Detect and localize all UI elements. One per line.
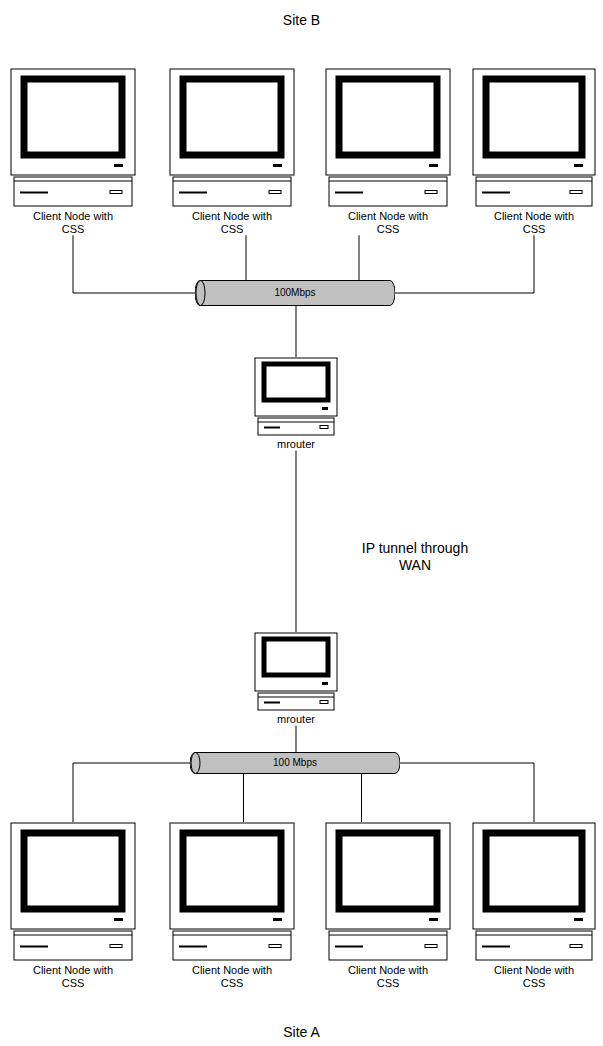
computer-icon [323, 68, 453, 208]
link-label: IP tunnel through WAN [360, 540, 470, 574]
computer-icon [167, 822, 297, 962]
computer-icon [323, 822, 453, 962]
node-label: Client Node with CSS [23, 210, 123, 235]
node-label: Client Node with CSS [23, 964, 123, 989]
client-node: Client Node with CSS [470, 822, 598, 989]
network-link [243, 774, 244, 822]
node-label: mrouter [252, 438, 340, 451]
computer-icon [470, 68, 598, 208]
node-label: Client Node with CSS [182, 964, 282, 989]
site-label: Site A [0, 1024, 603, 1040]
network-link [296, 451, 297, 632]
network-link [400, 763, 534, 822]
node-label: mrouter [252, 713, 340, 726]
node-label: Client Node with CSS [338, 964, 438, 989]
computer-icon [8, 68, 138, 208]
network-link [296, 726, 297, 752]
node-label: Client Node with CSS [484, 210, 584, 235]
node-label: Client Node with CSS [182, 210, 282, 235]
client-node: Client Node with CSS [470, 68, 598, 235]
computer-icon [8, 822, 138, 962]
computer-icon [252, 632, 340, 712]
network-link [296, 306, 297, 357]
node-label: Client Node with CSS [338, 210, 438, 235]
computer-icon [252, 357, 340, 437]
mrouter-node: mrouter [252, 632, 340, 726]
node-label: Client Node with CSS [484, 964, 584, 989]
network-link [73, 235, 195, 293]
network-link [246, 235, 247, 280]
site-label: Site B [0, 12, 603, 28]
network-link [73, 763, 190, 822]
client-node: Client Node with CSS [8, 68, 138, 235]
bus-speed: 100Mbps [195, 280, 395, 306]
client-node: Client Node with CSS [323, 822, 453, 989]
client-node: Client Node with CSS [167, 68, 297, 235]
network-bus: 100 Mbps [190, 752, 400, 774]
network-link [361, 774, 362, 822]
client-node: Client Node with CSS [8, 822, 138, 989]
client-node: Client Node with CSS [323, 68, 453, 235]
network-link [359, 235, 360, 280]
bus-speed: 100 Mbps [190, 752, 400, 774]
mrouter-node: mrouter [252, 357, 340, 451]
client-node: Client Node with CSS [167, 822, 297, 989]
network-bus: 100Mbps [195, 280, 395, 306]
computer-icon [167, 68, 297, 208]
network-link [395, 235, 534, 293]
computer-icon [470, 822, 598, 962]
